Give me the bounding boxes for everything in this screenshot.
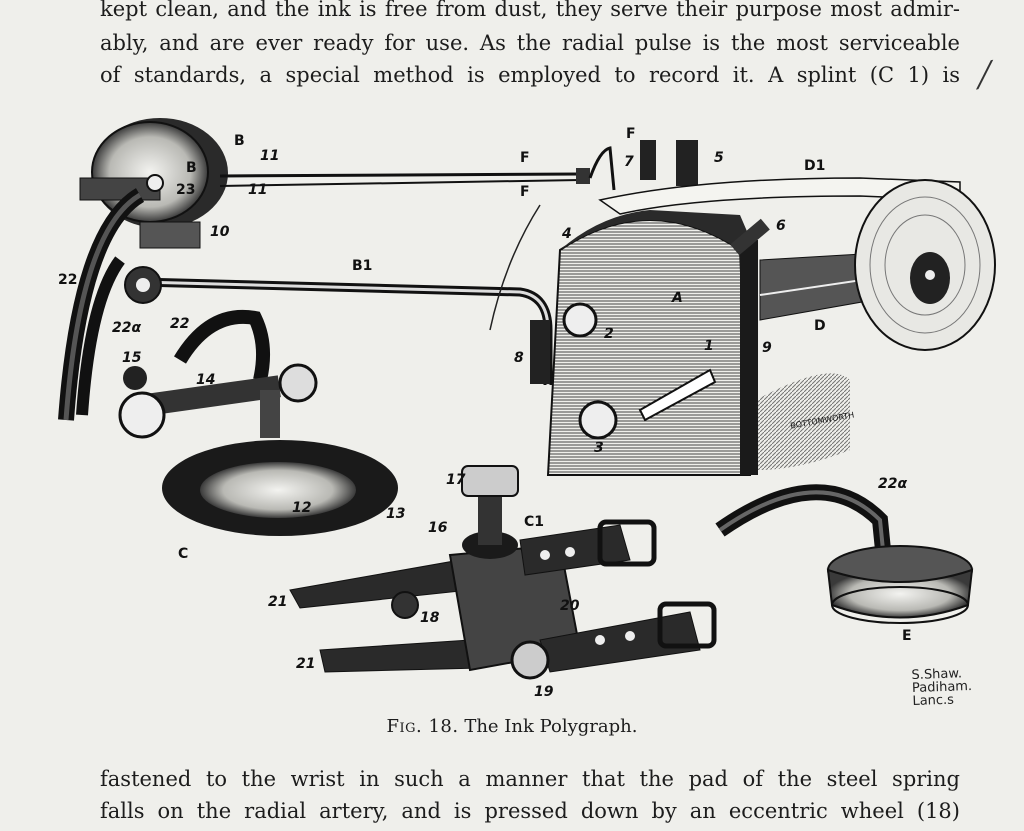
splint-c1: [289, 465, 717, 680]
rubber-tubes: [58, 188, 145, 421]
body-text-line: kept clean, and the ink is free from dus…: [100, 0, 960, 21]
figure-caption: Fig. 18. The Ink Polygraph.: [0, 716, 1024, 737]
label-11: 11: [260, 148, 280, 164]
engraver-line: Lanc.s: [912, 692, 955, 710]
label-8: 8: [514, 350, 524, 366]
label-22-alpha: 22α: [112, 320, 142, 336]
label-f: F: [626, 126, 636, 142]
label-14: 14: [196, 372, 216, 388]
clockwork-box-a: [546, 210, 850, 476]
label-16: 16: [428, 520, 448, 536]
label-b1: B1: [352, 258, 373, 274]
label-d: D: [814, 318, 826, 334]
label-f: F: [520, 150, 530, 166]
figure-title: The Ink Polygraph.: [464, 716, 638, 737]
label-17: 17: [446, 472, 466, 488]
label-b: B: [186, 160, 197, 176]
label-18: 18: [420, 610, 440, 626]
label-21: 21: [296, 656, 316, 672]
receiver-e: [715, 484, 974, 624]
recording-levers: [219, 140, 698, 191]
receiver-c: [118, 309, 398, 536]
label-1: 1: [704, 338, 714, 354]
rod-b1: [124, 221, 553, 385]
body-text-line: ably, and are ever ready for use. As the…: [100, 31, 960, 55]
label-d1: D1: [804, 158, 826, 174]
label-5: 5: [714, 150, 724, 166]
label-19: 19: [534, 684, 554, 700]
label-10: 10: [210, 224, 230, 240]
label-23: 23: [176, 182, 196, 198]
engraver-credit: S.Shaw. Padiham. Lanc.s: [911, 666, 972, 710]
body-text-line: fastened to the wrist in such a manner t…: [100, 767, 960, 791]
label-a: A: [672, 290, 683, 306]
figure-number: Fig. 18.: [386, 716, 459, 737]
tambour-b: [79, 118, 228, 228]
label-7: 7: [624, 154, 634, 170]
label-c1: C1: [524, 514, 545, 530]
label-3: 3: [594, 440, 604, 456]
label-11: 11: [248, 182, 268, 198]
label-4: 4: [562, 226, 572, 242]
label-2: 2: [604, 326, 614, 342]
label-15: 15: [122, 350, 142, 366]
label-e: E: [902, 628, 912, 644]
paper-roll-d: [489, 177, 996, 351]
label-6: 6: [776, 218, 786, 234]
label-c: C: [178, 546, 189, 562]
label-9: 9: [762, 340, 772, 356]
label-22: 22: [170, 316, 190, 332]
label-b: B: [234, 133, 245, 149]
label-21: 21: [268, 594, 288, 610]
label-13: 13: [386, 506, 406, 522]
body-text-line: of standards, a special method is employ…: [100, 63, 960, 87]
label-12: 12: [292, 500, 312, 516]
label-20: 20: [560, 598, 580, 614]
label-22: 22: [58, 272, 78, 288]
label-22-alpha: 22α: [878, 476, 908, 492]
label-f: F: [520, 184, 530, 200]
body-text-line: falls on the radial artery, and is press…: [100, 799, 960, 823]
